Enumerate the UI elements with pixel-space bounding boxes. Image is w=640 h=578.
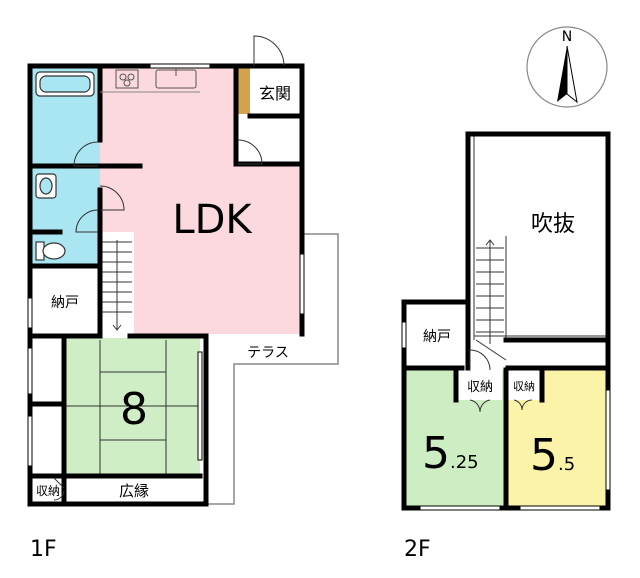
toilet-icon bbox=[35, 241, 66, 261]
terrace-label: テラス bbox=[247, 345, 289, 361]
room-left-size: 5.25 bbox=[422, 428, 479, 479]
second-floor: 吹抜 納戸 収納 収納 5.25 5.5 2F bbox=[401, 131, 611, 562]
window-marks-2f bbox=[401, 321, 611, 511]
nando-label-2f: 納戸 bbox=[423, 329, 451, 345]
room-left-size-main: 5 bbox=[422, 428, 450, 479]
room-right-size: 5.5 bbox=[530, 430, 575, 481]
room-right-size-main: 5 bbox=[530, 430, 558, 481]
sink-icon bbox=[155, 68, 197, 89]
room-left-size-frac: .25 bbox=[450, 452, 479, 473]
terrace-outline bbox=[206, 233, 339, 505]
door-swing-icon-2f bbox=[469, 349, 533, 413]
bathtub-icon bbox=[35, 71, 95, 97]
shuno-label-1f: 収納 bbox=[36, 484, 60, 498]
stair-treads bbox=[102, 240, 132, 331]
washitsu-size-label: 8 bbox=[120, 384, 148, 435]
first-floor: LDK 玄関 納戸 テラス 8 収納 広縁 1F bbox=[27, 35, 339, 562]
stove-icon bbox=[115, 69, 139, 89]
door-swing-icon bbox=[53, 35, 285, 501]
genkan-step bbox=[236, 68, 250, 114]
window-marks bbox=[27, 63, 305, 467]
compass-icon: N bbox=[526, 26, 608, 108]
genkan-label: 玄関 bbox=[259, 84, 291, 103]
ldk-label: LDK bbox=[172, 197, 253, 243]
shuno-right-label: 収納 bbox=[513, 380, 535, 393]
shuno-left-area bbox=[456, 370, 502, 400]
tatami-lines bbox=[66, 340, 200, 474]
compass-north-label: N bbox=[562, 29, 572, 45]
shuno-right-area bbox=[506, 370, 542, 400]
fukinuke-label: 吹抜 bbox=[531, 212, 575, 237]
floor-label-2f: 2F bbox=[404, 537, 431, 562]
room-right-size-frac: .5 bbox=[558, 454, 575, 475]
stair-treads-2f bbox=[473, 236, 507, 361]
hiroen-area bbox=[64, 476, 200, 504]
shuno-left-label: 収納 bbox=[467, 380, 493, 395]
nando-label-1f: 納戸 bbox=[51, 295, 79, 311]
second-floor-walls bbox=[401, 131, 611, 511]
hiroen-label: 広縁 bbox=[119, 482, 149, 500]
washbasin-icon bbox=[35, 173, 57, 199]
floor-label-1f: 1F bbox=[30, 537, 57, 562]
